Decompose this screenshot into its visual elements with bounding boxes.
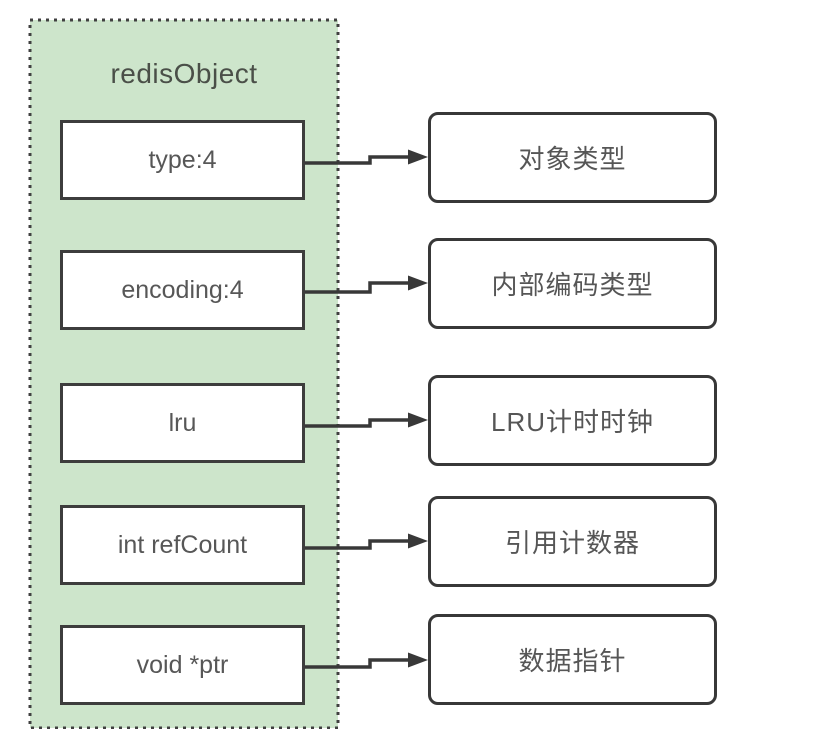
desc-box-object-type: 对象类型 bbox=[428, 112, 717, 203]
desc-box-ref-counter: 引用计数器 bbox=[428, 496, 717, 587]
field-box-type: type:4 bbox=[60, 120, 305, 200]
field-box-refcount: int refCount bbox=[60, 505, 305, 585]
desc-box-lru-clock: LRU计时时钟 bbox=[428, 375, 717, 466]
field-box-lru: lru bbox=[60, 383, 305, 463]
field-box-encoding: encoding:4 bbox=[60, 250, 305, 330]
struct-title: redisObject bbox=[110, 58, 258, 89]
field-box-ptr: void *ptr bbox=[60, 625, 305, 705]
desc-box-encoding-type: 内部编码类型 bbox=[428, 238, 717, 329]
desc-box-data-pointer: 数据指针 bbox=[428, 614, 717, 705]
